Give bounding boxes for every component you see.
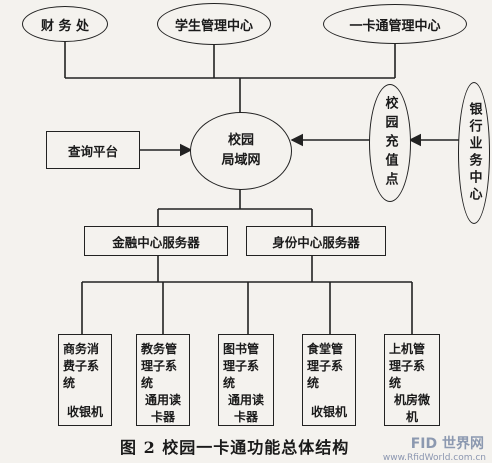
campus-lan-node: 校园 局域网 [190, 112, 292, 190]
query-platform-label: 查询平台 [67, 143, 118, 159]
identity-server-label: 身份中心服务器 [272, 234, 360, 250]
finance-office-label: 财 务 处 [40, 18, 90, 34]
figure-caption: 图 2 校园一卡通功能总体结构 [120, 438, 350, 457]
query-platform-node: 查询平台 [46, 131, 140, 169]
subsystem-computer-lab: 上机管理子系统 机房微机 [384, 334, 440, 426]
subsystem-title: 食堂管理子系统 [307, 342, 344, 390]
finance-server-label: 金融中心服务器 [112, 234, 200, 250]
subsystem-commerce: 商务消费子系统 收银机 [58, 334, 112, 426]
watermark-logo: FID 世界网 [410, 436, 484, 452]
subsystem-device: 收银机 [310, 405, 347, 419]
finance-office-node: 财 务 处 [22, 6, 108, 42]
student-management-node: 学生管理中心 [157, 3, 271, 45]
subsystem-device: 收银机 [66, 405, 103, 419]
card-management-node: 一卡通管理中心 [323, 4, 467, 44]
subsystem-library: 图书管理子系统 通用读卡器 [218, 334, 274, 426]
campus-recharge-node: 校园充值点 [369, 84, 411, 202]
subsystem-title: 教务管理子系统 [141, 342, 178, 390]
subsystem-academic: 教务管理子系统 通用读卡器 [136, 334, 190, 426]
subsystem-device: 通用读卡器 [144, 393, 181, 424]
subsystem-device: 通用读卡器 [227, 393, 264, 424]
identity-server-node: 身份中心服务器 [246, 226, 386, 256]
student-management-label: 学生管理中心 [174, 18, 253, 34]
subsystem-title: 商务消费子系统 [63, 342, 100, 390]
bank-center-label: 银行业务中心 [466, 102, 482, 204]
card-management-label: 一卡通管理中心 [349, 18, 441, 34]
subsystem-title: 上机管理子系统 [389, 342, 426, 390]
subsystem-canteen: 食堂管理子系统 收银机 [302, 334, 356, 426]
campus-lan-label: 校园 局域网 [221, 133, 261, 168]
subsystem-title: 图书管理子系统 [223, 342, 260, 390]
finance-server-node: 金融中心服务器 [84, 226, 228, 256]
subsystem-device: 机房微机 [393, 393, 430, 424]
bank-center-node: 银行业务中心 [458, 82, 490, 224]
watermark-url: www.RfidWorld.com.cn [382, 453, 486, 463]
campus-recharge-label: 校园充值点 [382, 95, 398, 191]
